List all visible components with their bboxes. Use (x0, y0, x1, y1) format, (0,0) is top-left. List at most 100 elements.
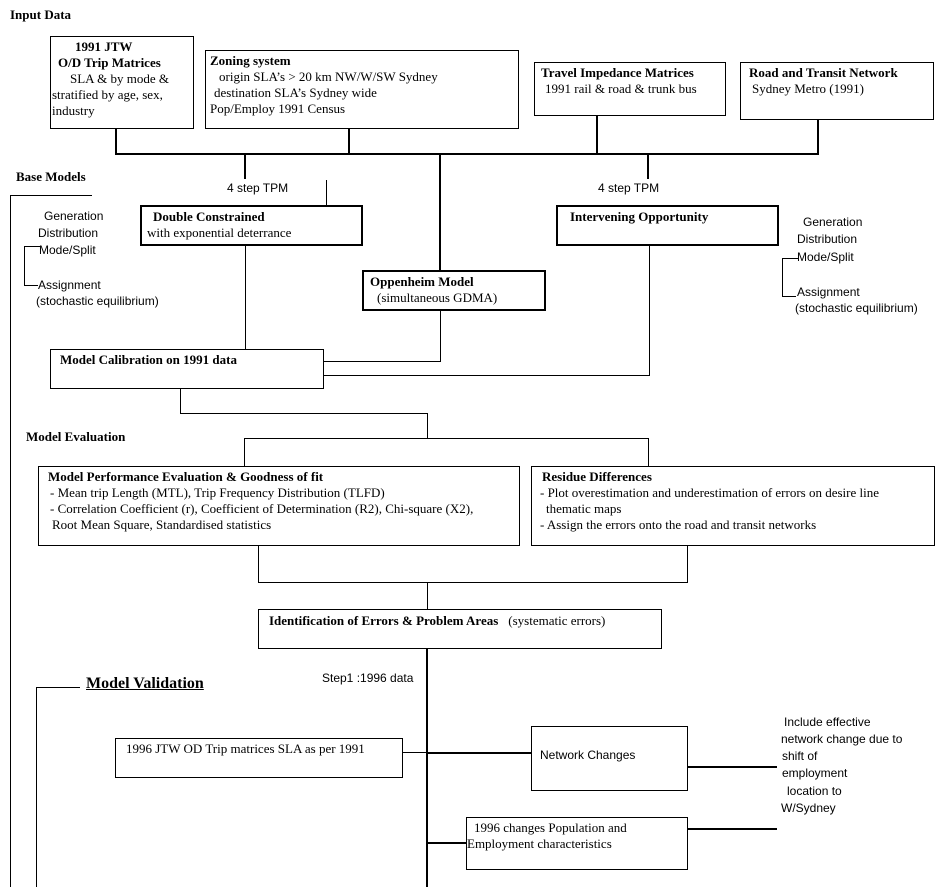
connector-line (649, 245, 650, 376)
connector-line (687, 828, 777, 830)
model-performance-line3: Root Mean Square, Standardised statistic… (52, 517, 272, 532)
connector-line (427, 582, 428, 609)
connector-line (402, 752, 427, 753)
road-transit-network-box: Road and Transit Network Sydney Metro (1… (740, 62, 934, 120)
bracket-line (24, 246, 25, 286)
model-performance-line1: - Mean trip Length (MTL), Trip Frequency… (50, 485, 385, 500)
step1-label: Step1 :1996 data (322, 671, 414, 685)
travel-impedance-title: Travel Impedance Matrices (541, 65, 694, 80)
bracket-line (24, 285, 38, 286)
connector-line (10, 195, 11, 887)
population-line1: 1996 changes Population and (474, 820, 627, 835)
connector-line (440, 310, 441, 361)
bracket-line (24, 246, 40, 247)
connector-line (426, 648, 428, 887)
tpm-label-right: 4 step TPM (598, 181, 660, 195)
step-assignment-left: Assignment (38, 278, 101, 292)
include-note-line1: Include effective (784, 715, 871, 729)
connector-line (258, 545, 259, 583)
residue-line1: - Plot overestimation and underestimatio… (540, 485, 879, 500)
jtw-title-line1: 1991 JTW (75, 39, 133, 54)
connector-line (648, 438, 649, 466)
connector-line (244, 438, 649, 439)
section-label-input-data: Input Data (10, 7, 72, 22)
intervening-opportunity-title: Intervening Opportunity (570, 209, 709, 224)
connector-line (36, 687, 37, 887)
connector-line (427, 413, 428, 439)
connector-line (36, 687, 80, 688)
residue-line3: - Assign the errors onto the road and tr… (540, 517, 817, 532)
network-changes-label: Network Changes (540, 748, 636, 762)
tpm-label-left: 4 step TPM (227, 181, 289, 195)
model-calibration-box: Model Calibration on 1991 data (50, 349, 324, 389)
step-assignment-right: Assignment (797, 285, 860, 299)
oppenheim-model-box: Oppenheim Model (simultaneous GDMA) (362, 270, 546, 311)
oppenheim-title: Oppenheim Model (370, 274, 474, 289)
include-note-line4: employment (782, 766, 848, 780)
road-transit-title: Road and Transit Network (749, 65, 898, 80)
bracket-line (782, 296, 796, 297)
section-label-model-validation: Model Validation (86, 675, 204, 692)
residue-differences-box: Residue Differences - Plot overestimatio… (531, 466, 935, 546)
road-transit-detail: Sydney Metro (1991) (752, 81, 864, 96)
connector-line (326, 180, 327, 205)
residue-differences-title: Residue Differences (542, 469, 652, 484)
network-changes-box: Network Changes (531, 726, 688, 791)
bracket-line (782, 258, 783, 297)
jtw-1996-text: 1996 JTW OD Trip matrices SLA as per 199… (126, 741, 365, 756)
connector-line (244, 153, 246, 179)
connector-line (323, 361, 441, 362)
connector-line (647, 153, 649, 179)
connector-line (596, 115, 598, 154)
travel-impedance-detail: 1991 rail & road & trunk bus (545, 81, 697, 96)
zoning-origin: origin SLA’s > 20 km NW/W/SW Sydney (219, 69, 438, 84)
connector-line (427, 752, 532, 754)
travel-impedance-box: Travel Impedance Matrices 1991 rail & ro… (534, 62, 726, 116)
oppenheim-detail: (simultaneous GDMA) (377, 290, 498, 305)
connector-line (817, 115, 819, 154)
connector-line (323, 375, 650, 376)
connector-line (439, 153, 441, 270)
step-distribution-right: Distribution (797, 232, 858, 246)
zoning-title: Zoning system (210, 53, 291, 68)
identification-errors-box: Identification of Errors & Problem Areas… (258, 609, 662, 649)
jtw-detail-line2: stratified by age, sex, (52, 87, 163, 102)
jtw-detail-line3: industry (52, 103, 95, 118)
connector-line (180, 388, 181, 414)
model-calibration-title: Model Calibration on 1991 data (60, 352, 237, 367)
model-performance-title: Model Performance Evaluation & Goodness … (48, 469, 324, 484)
section-label-model-evaluation: Model Evaluation (26, 429, 126, 444)
step-distribution-left: Distribution (38, 226, 99, 240)
identification-note: (systematic errors) (508, 613, 606, 628)
double-constrained-box: Double Constrained with exponential dete… (140, 205, 363, 246)
include-note-line2: network change due to (781, 732, 903, 746)
connector-line (687, 766, 777, 768)
connector-line (115, 128, 117, 154)
connector-line (245, 245, 246, 349)
connector-line (244, 438, 245, 466)
connector-line (10, 195, 92, 196)
section-label-base-models: Base Models (16, 169, 86, 184)
include-note-line3: shift of (782, 749, 818, 763)
population-employment-box: 1996 changes Population and Employment c… (466, 817, 688, 870)
intervening-opportunity-box: Intervening Opportunity (556, 205, 779, 246)
step-mode-split-left: Mode/Split (39, 243, 96, 257)
double-constrained-detail: with exponential deterrance (147, 225, 292, 240)
jtw-title-line2: O/D Trip Matrices (58, 55, 161, 70)
connector-line (348, 128, 350, 154)
jtw-detail-line1: SLA & by mode & (70, 71, 169, 86)
connector-line (115, 153, 819, 155)
model-performance-box: Model Performance Evaluation & Goodness … (38, 466, 520, 546)
connector-line (687, 545, 688, 583)
step-generation-right: Generation (803, 215, 863, 229)
zoning-system-box: Zoning system origin SLA’s > 20 km NW/W/… (205, 50, 519, 129)
step-generation-left: Generation (44, 209, 104, 223)
model-performance-line2: - Correlation Coefficient (r), Coefficie… (50, 501, 474, 516)
identification-title: Identification of Errors & Problem Areas (269, 613, 499, 628)
double-constrained-title: Double Constrained (153, 209, 265, 224)
include-note-line5: location to (787, 784, 842, 798)
step-stochastic-right: (stochastic equilibrium) (795, 301, 918, 315)
zoning-destination: destination SLA’s Sydney wide (214, 85, 377, 100)
connector-line (180, 413, 428, 414)
